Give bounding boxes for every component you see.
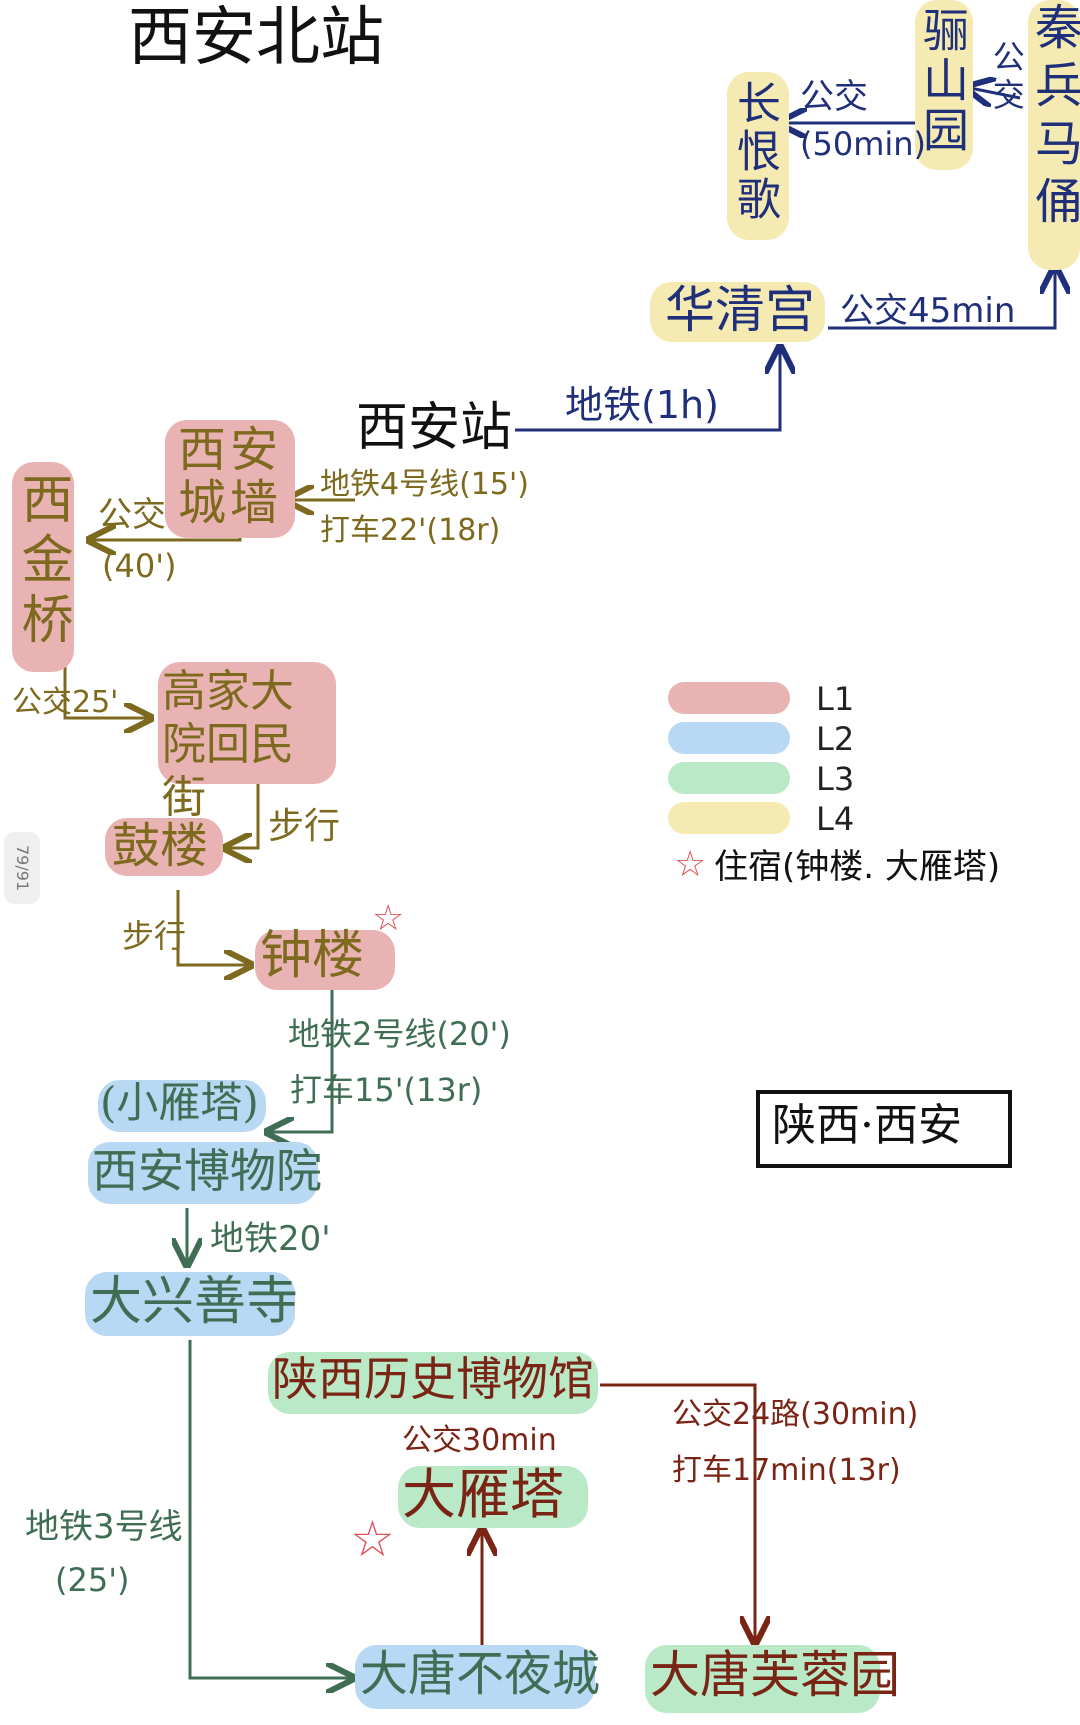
- edge-xijin-gaojia: [63, 655, 148, 718]
- edge-drum-bell: [176, 890, 248, 965]
- edge-bell-museum: [270, 988, 334, 1132]
- edge-station-huaqing: [515, 350, 780, 432]
- edge-daxing-datang: [188, 1340, 350, 1678]
- edge-huaqing-terracotta: [828, 270, 1055, 330]
- edge-terracotta-lishan: [970, 88, 1021, 98]
- stamp-box: [756, 1090, 1012, 1168]
- edge-shaanxi-furong: [600, 1383, 755, 1640]
- edge-wall-xijin: [92, 520, 242, 540]
- edge-gaojia-drum: [228, 782, 260, 848]
